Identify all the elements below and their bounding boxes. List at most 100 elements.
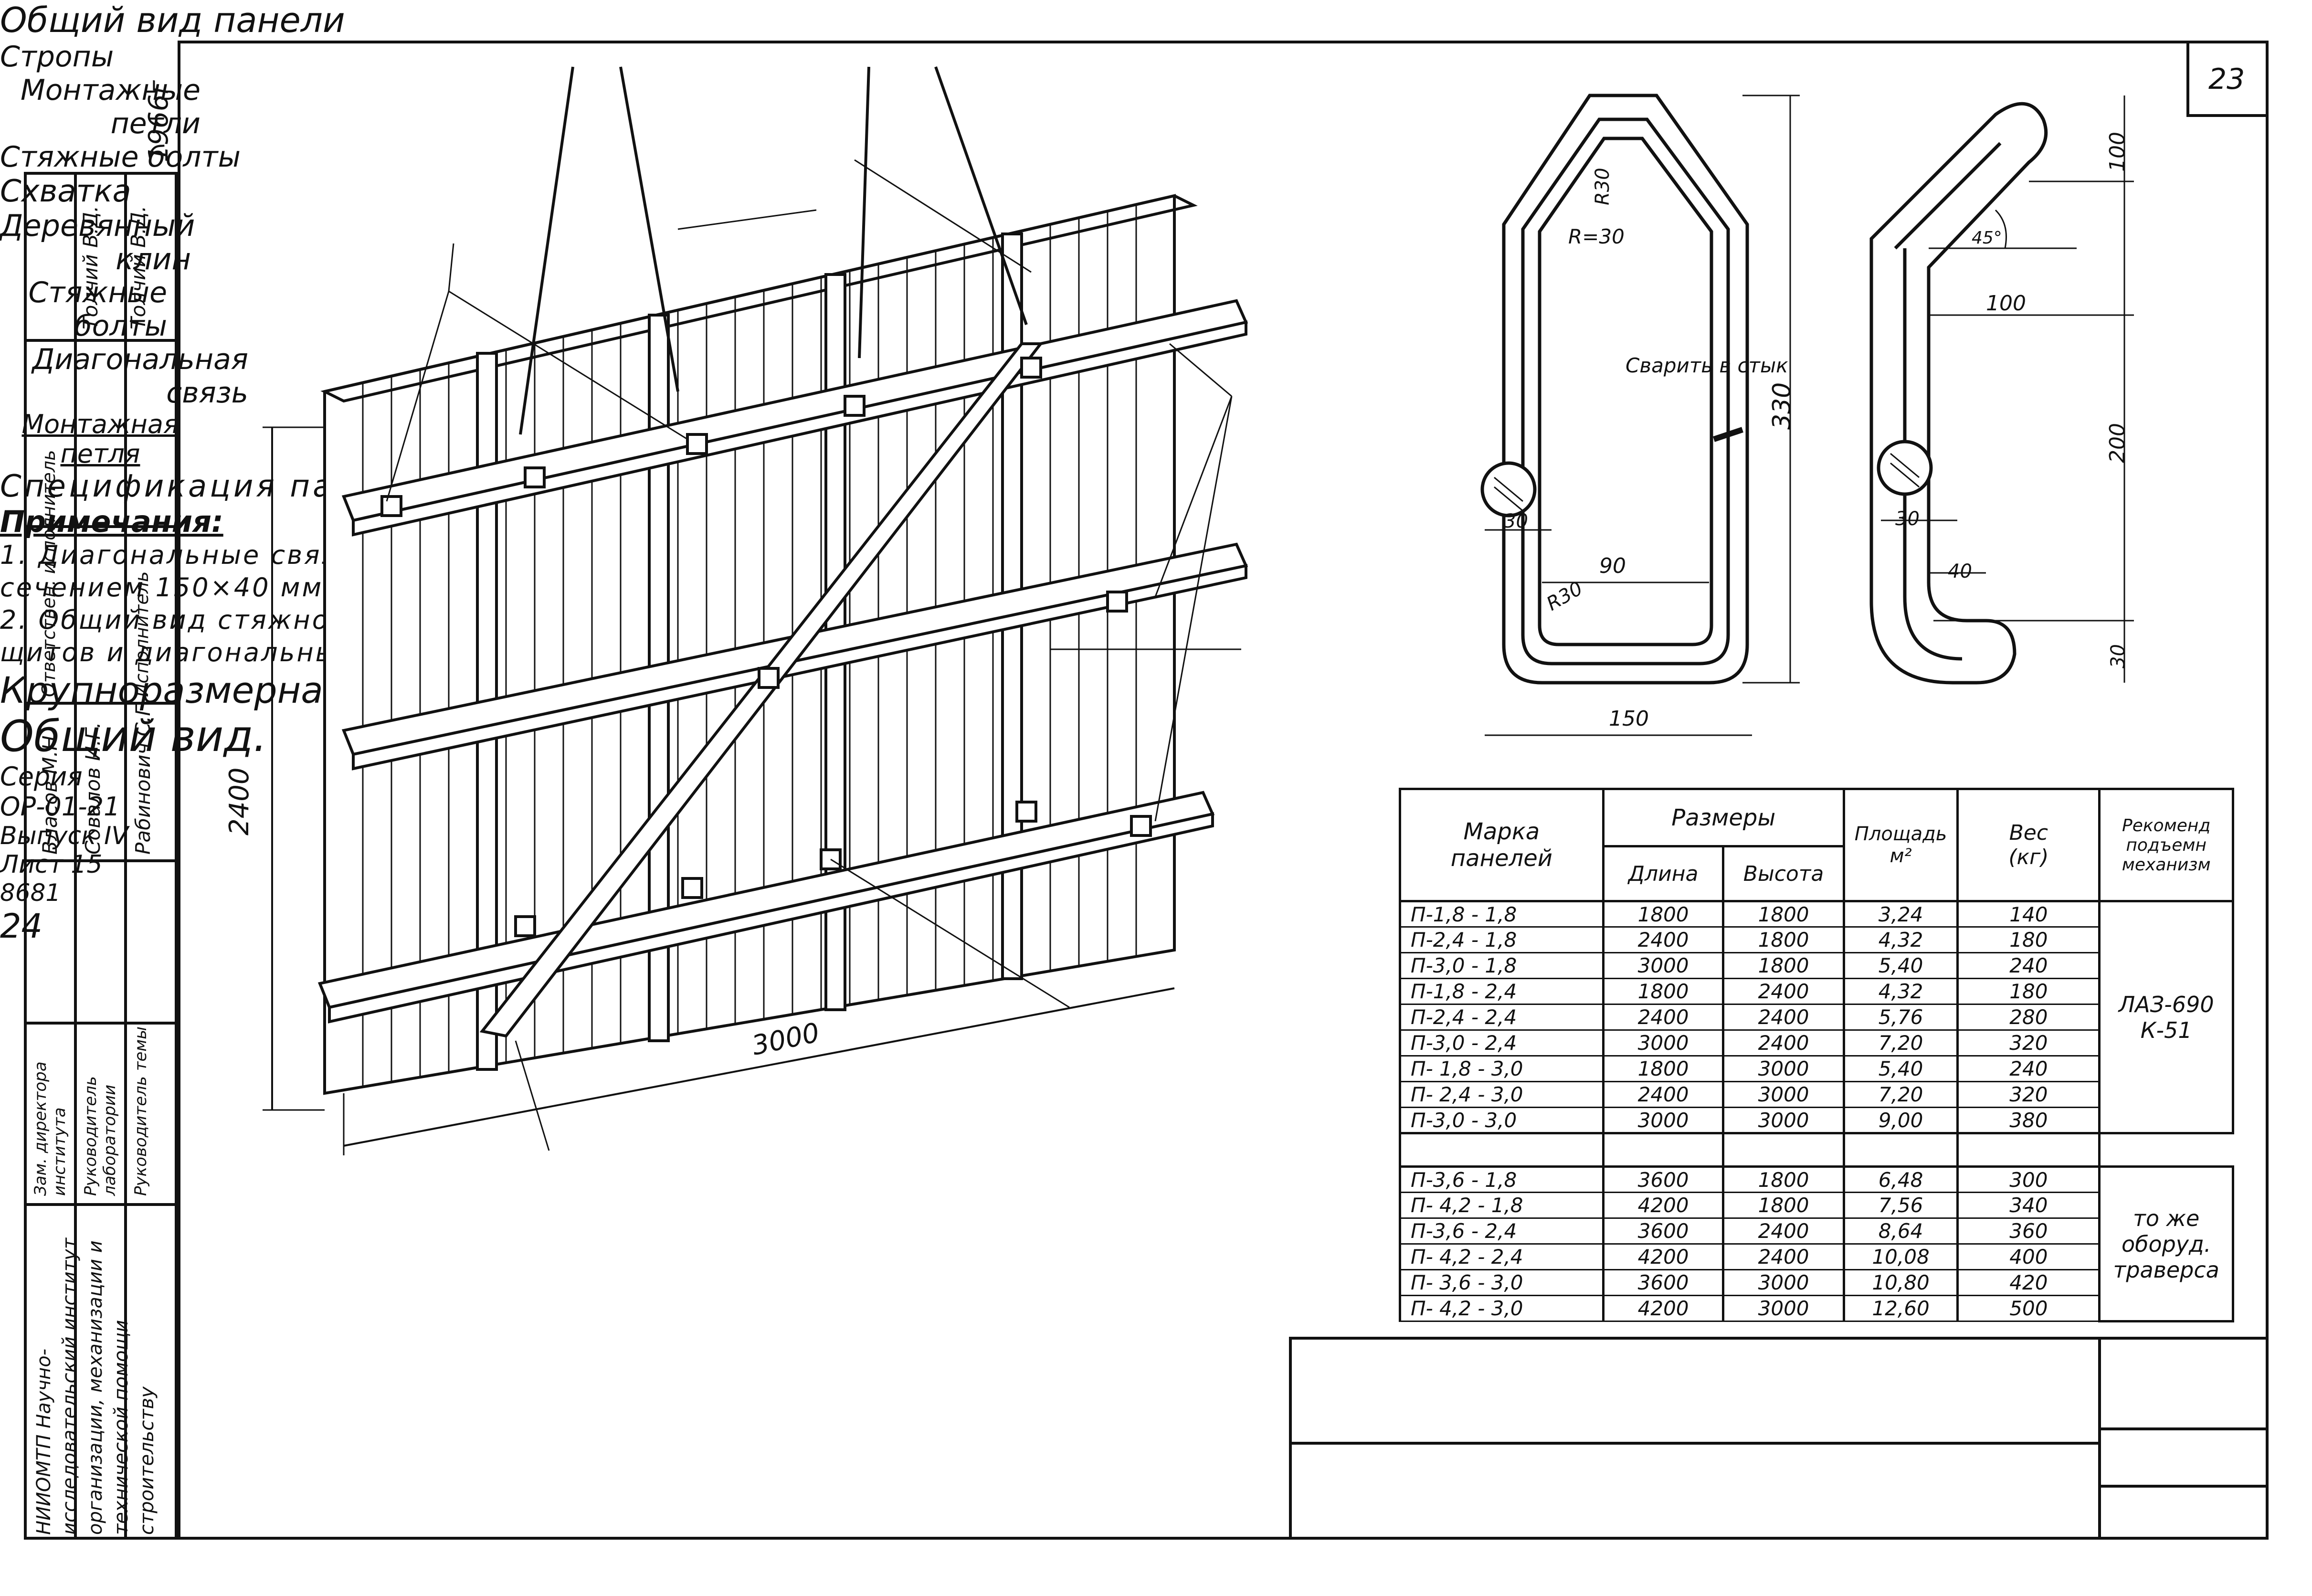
label-tie-bolts-top: Стяжные болты: [0, 140, 241, 174]
spec-cell-height: 3000: [1722, 1056, 1845, 1082]
doc-number: 8681: [0, 879, 61, 907]
spec-cell-mark: П-3,6 - 1,8: [1399, 1166, 1605, 1193]
loop-dim-100-mid: 100: [1986, 291, 2026, 316]
loop-drawing: R30 R=30 Сварить в стык 330 30 90 R30 15…: [1480, 94, 2134, 736]
spec-cell-length: 4200: [1602, 1244, 1725, 1270]
spec-cell-weight: 180: [1956, 927, 2101, 953]
stamp-name-2: Совалов И.Г.: [81, 722, 105, 855]
spec-cell-length: 3600: [1602, 1166, 1725, 1193]
spec-cell-weight: 320: [1956, 1030, 2101, 1057]
spec-header-height: Высота: [1722, 845, 1845, 902]
spec-cell-area: 7,20: [1842, 1030, 1959, 1057]
stamp-name-4: Толчий В.Д.: [79, 205, 102, 329]
label-tie-bolts-bottom: Стяжные болты: [28, 276, 167, 343]
spec-header-sizes: Размеры: [1602, 788, 1845, 847]
label-stropy: Стропы: [0, 40, 114, 74]
title-block: [1289, 1337, 2269, 1540]
sheet-number: 23: [2208, 63, 2245, 96]
loop-dim-r30-top: R30: [1592, 168, 1614, 205]
spec-cell-length: 3000: [1602, 952, 1725, 979]
spec-cell-mark: П-2,4 - 1,8: [1399, 927, 1605, 953]
stamp-role-2: Руководитель лаборатории: [81, 1076, 119, 1196]
spec-cell-weight: 380: [1956, 1107, 2101, 1134]
spec-cell-height: 2400: [1722, 1218, 1845, 1245]
spec-cell-height: 1800: [1722, 901, 1845, 928]
spec-cell-weight: 500: [1956, 1295, 2101, 1322]
spec-cell-height: 3000: [1722, 1081, 1845, 1108]
spec-table: Марка панелей Размеры Площадь м² Вес (кг…: [1399, 788, 2234, 1322]
stamp-role-5: Исполнитель: [131, 571, 152, 697]
spec-cell-area: 5,40: [1842, 952, 1959, 979]
spec-cell-area: 3,24: [1842, 901, 1959, 928]
spec-cell-length: 3000: [1602, 1107, 1725, 1134]
loop-dim-30-bottom: 30: [2107, 644, 2129, 668]
spec-cell-weight: 300: [1956, 1166, 2101, 1193]
spec-cell-weight: 340: [1956, 1192, 2101, 1219]
spec-cell-length: 4200: [1602, 1295, 1725, 1322]
title-series-label: Серия: [0, 761, 83, 792]
spec-cell-weight: 360: [1956, 1218, 2101, 1245]
spec-header-area: Площадь м²: [1842, 788, 1959, 902]
spec-cell-length: 1800: [1602, 901, 1725, 928]
stamp-org: НИИОМТП Научно-исследовательский институ…: [33, 1238, 158, 1535]
spec-cell-area: 6,48: [1842, 1166, 1959, 1193]
spec-header-length: Длина: [1602, 845, 1725, 902]
stamp-name-3: Рабинович С.Г.: [131, 698, 155, 855]
spec-cell-mark: П-1,8 - 2,4: [1399, 978, 1605, 1005]
loop-dim-r30-side: R=30: [1568, 225, 1625, 248]
sheet-number-box: 23: [2186, 41, 2269, 117]
loop-weld: Сварить в стык: [1626, 354, 1788, 377]
spec-cell-mark: П- 3,6 - 3,0: [1399, 1269, 1605, 1296]
spec-cell-length: 3600: [1602, 1218, 1725, 1245]
spec-cell-area: 10,08: [1842, 1244, 1959, 1270]
spec-cell-length: 2400: [1602, 1004, 1725, 1031]
spec-cell-mark: П- 4,2 - 2,4: [1399, 1244, 1605, 1270]
spec-cell-mark: П-3,0 - 1,8: [1399, 952, 1605, 979]
loop-dim-30-right: 30: [1895, 508, 1920, 530]
spec-cell-mark: П-3,0 - 2,4: [1399, 1030, 1605, 1057]
spec-cell-length: 3000: [1602, 1030, 1725, 1057]
spec-cell-height: 3000: [1722, 1295, 1845, 1322]
stamp-year: 1966г: [143, 80, 174, 162]
spec-cell-weight: 320: [1956, 1081, 2101, 1108]
spec-cell-height: 1800: [1722, 927, 1845, 953]
spec-cell-length: 4200: [1602, 1192, 1725, 1219]
spec-cell-mark: П- 4,2 - 3,0: [1399, 1295, 1605, 1322]
spec-cell-area: 7,56: [1842, 1192, 1959, 1219]
label-wood-wedge: Деревянный клин: [0, 208, 195, 276]
spec-cell-height: 1800: [1722, 1166, 1845, 1193]
spec-cell-area: 4,32: [1842, 927, 1959, 953]
title-series: ОР-01-21: [0, 792, 120, 822]
spec-cell-height: 2400: [1722, 1030, 1845, 1057]
stamp-role-4: Ответствен. исполнитель: [38, 450, 59, 697]
spec-cell-weight: 400: [1956, 1244, 2101, 1270]
spec-cell-area: 7,20: [1842, 1081, 1959, 1108]
spec-cell-height: 1800: [1722, 952, 1845, 979]
drawing-frame: [178, 41, 2269, 1540]
spec-cell-area: 10,80: [1842, 1269, 1959, 1296]
spec-cell-area: 4,32: [1842, 978, 1959, 1005]
title-subtitle: Общий вид.: [0, 711, 267, 761]
spec-header-mechanism: Рекоменд подъемн механизм: [2098, 788, 2234, 902]
spec-cell-weight: 240: [1956, 1056, 2101, 1082]
spec-header-weight: Вес (кг): [1956, 788, 2101, 902]
spec-cell-mark: П-1,8 - 1,8: [1399, 901, 1605, 928]
spec-cell-height: 3000: [1722, 1269, 1845, 1296]
spec-cell-length: 3600: [1602, 1269, 1725, 1296]
loop-dim-100-top: 100: [2105, 132, 2130, 172]
notes-title: Примечания:: [0, 504, 223, 539]
stamp-column: [24, 172, 178, 1540]
loop-dim-30-left: 30: [1504, 510, 1528, 532]
loop-dim-200: 200: [2105, 423, 2130, 463]
spec-cell-length: 2400: [1602, 1081, 1725, 1108]
